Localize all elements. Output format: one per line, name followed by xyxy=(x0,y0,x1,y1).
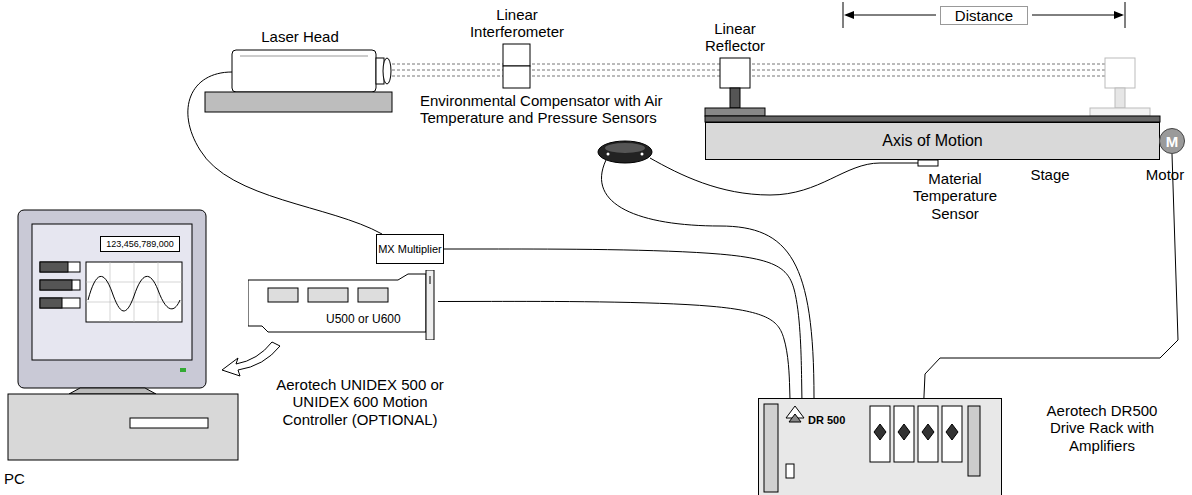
part-label: Linear Reflector xyxy=(690,20,780,55)
node-text: U500 or U600 xyxy=(326,312,401,326)
cable xyxy=(438,301,790,398)
controller-card-outline xyxy=(248,270,438,340)
controller-card: U500 or U600 xyxy=(248,270,438,340)
dimension-label: Distance xyxy=(940,6,1028,25)
material-sensor xyxy=(918,160,938,166)
sensor-cables xyxy=(188,72,918,398)
linear-interferometer xyxy=(503,44,530,88)
part-label: Aerotech DR500 Drive Rack with Amplifier… xyxy=(1032,402,1172,454)
node-text: DR 500 xyxy=(808,414,845,426)
part-label: Motor xyxy=(1142,166,1188,183)
linear-reflector xyxy=(705,58,765,116)
part-label: Aerotech UNIDEX 500 or UNIDEX 600 Motion… xyxy=(265,376,455,428)
pc-case xyxy=(8,394,238,460)
part-label: Stage xyxy=(1022,166,1078,183)
reflector-moved-position xyxy=(1090,58,1150,116)
motor-symbol: M xyxy=(1159,128,1185,154)
install-arrow xyxy=(222,342,280,376)
part-label: Linear Interferometer xyxy=(457,6,577,41)
part-label: Laser Head xyxy=(240,28,360,45)
pc-monitor xyxy=(18,210,206,394)
laser-head xyxy=(205,50,392,112)
drive-rack-outline xyxy=(758,398,1002,495)
distance-dimension xyxy=(843,2,1125,28)
environmental-compensator xyxy=(598,141,652,163)
node-text: M xyxy=(1166,133,1179,150)
stage-axis-bar: Axis of Motion xyxy=(705,122,1160,160)
node-text: 123,456,789,000 xyxy=(106,239,174,249)
drive-rack: DR 500 xyxy=(758,398,1002,495)
node-text: Axis of Motion xyxy=(882,132,982,150)
part-label: Environmental Compensator with Air Tempe… xyxy=(420,92,710,127)
multiplier-box: MX Multiplier xyxy=(376,234,444,264)
part-label: PC xyxy=(4,470,44,487)
node-text: MX Multiplier xyxy=(378,243,442,255)
cable xyxy=(444,249,802,398)
position-readout: 123,456,789,000 xyxy=(100,236,180,252)
laser-beam xyxy=(392,64,1120,76)
part-label: Material Temperature Sensor xyxy=(905,170,1005,222)
